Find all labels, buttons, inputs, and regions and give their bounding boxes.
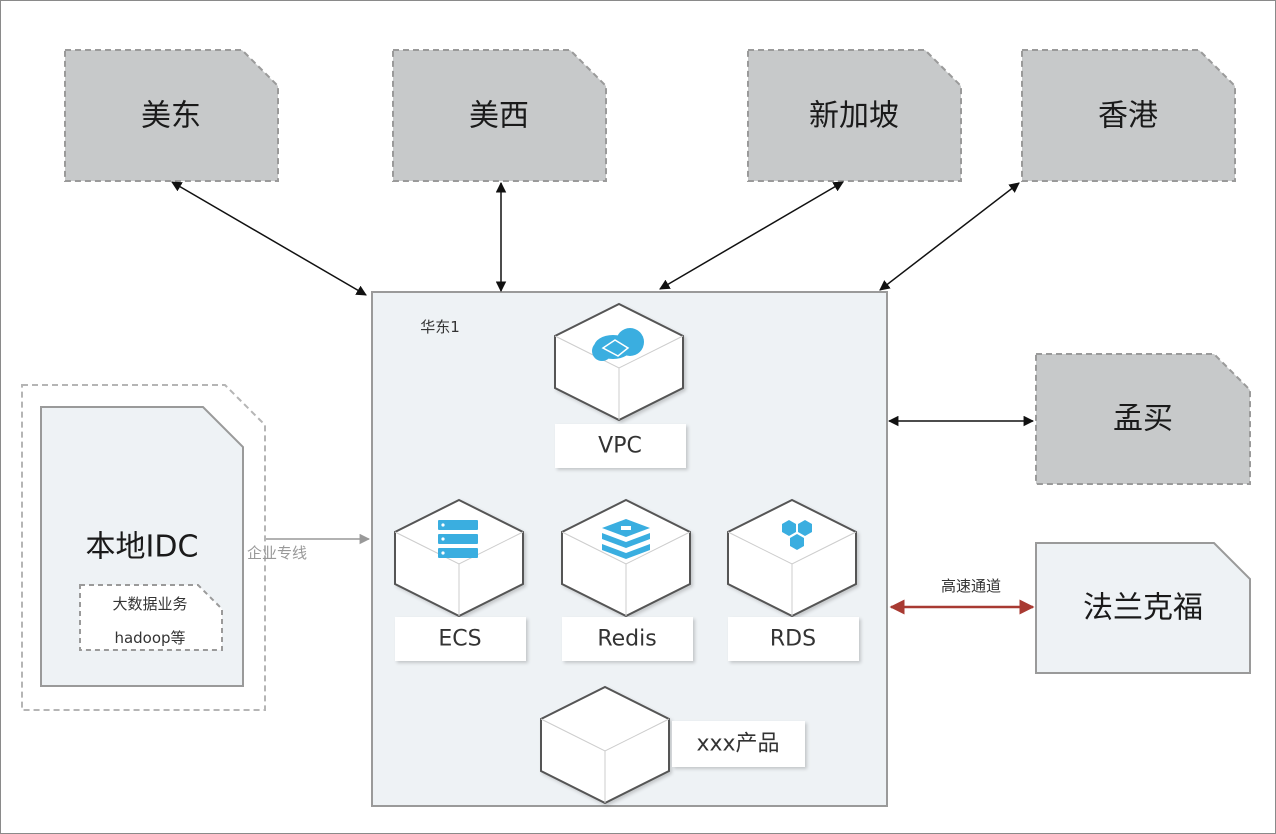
redis-label: Redis	[597, 627, 656, 652]
redis-label-box	[562, 617, 693, 661]
highspeed-label: 高速通道	[941, 577, 1001, 595]
idc-outer-boundary	[21, 384, 266, 711]
region-mumbai-label: 孟买	[1113, 402, 1173, 437]
link-singapore	[659, 181, 844, 290]
cloud-icon	[592, 328, 644, 361]
center-region-title: 华东1	[420, 318, 460, 336]
idc-note-line1: 大数据业务	[112, 595, 187, 613]
region-singapore: 新加坡	[747, 49, 962, 182]
vpc-label-box	[555, 424, 686, 468]
link-hongkong	[879, 182, 1020, 291]
xxx-product-label-box	[672, 721, 805, 767]
xxx-product-cube	[540, 685, 670, 805]
idc-note-box	[79, 584, 223, 651]
rds-label: RDS	[770, 627, 816, 652]
region-hongkong-label: 香港	[1098, 99, 1158, 134]
region-singapore-label: 新加坡	[809, 99, 899, 134]
region-hongkong: 香港	[1021, 49, 1236, 182]
xxx-product-label: xxx产品	[696, 732, 779, 757]
database-stack-icon	[602, 519, 650, 559]
region-frankfurt: 法兰克福	[1035, 542, 1251, 674]
region-us-east-label: 美东	[141, 99, 201, 134]
region-us-east: 美东	[64, 49, 279, 182]
idc-note-line2: hadoop等	[114, 629, 185, 647]
idc-title: 本地IDC	[86, 530, 199, 565]
hexagon-cluster-icon	[782, 520, 812, 550]
rds-cube	[727, 498, 857, 618]
server-icon	[438, 520, 478, 558]
vpc-label: VPC	[598, 434, 642, 459]
region-mumbai: 孟买	[1035, 353, 1251, 485]
rds-label-box	[728, 617, 859, 661]
link-us-east	[171, 181, 367, 296]
ecs-label-box	[395, 617, 526, 661]
region-frankfurt-label: 法兰克福	[1083, 591, 1203, 626]
vpc-cube	[554, 302, 684, 422]
region-us-west: 美西	[392, 49, 607, 182]
enterprise-line-label: 企业专线	[247, 544, 307, 562]
region-us-west-label: 美西	[469, 99, 529, 134]
ecs-label: ECS	[438, 627, 481, 652]
